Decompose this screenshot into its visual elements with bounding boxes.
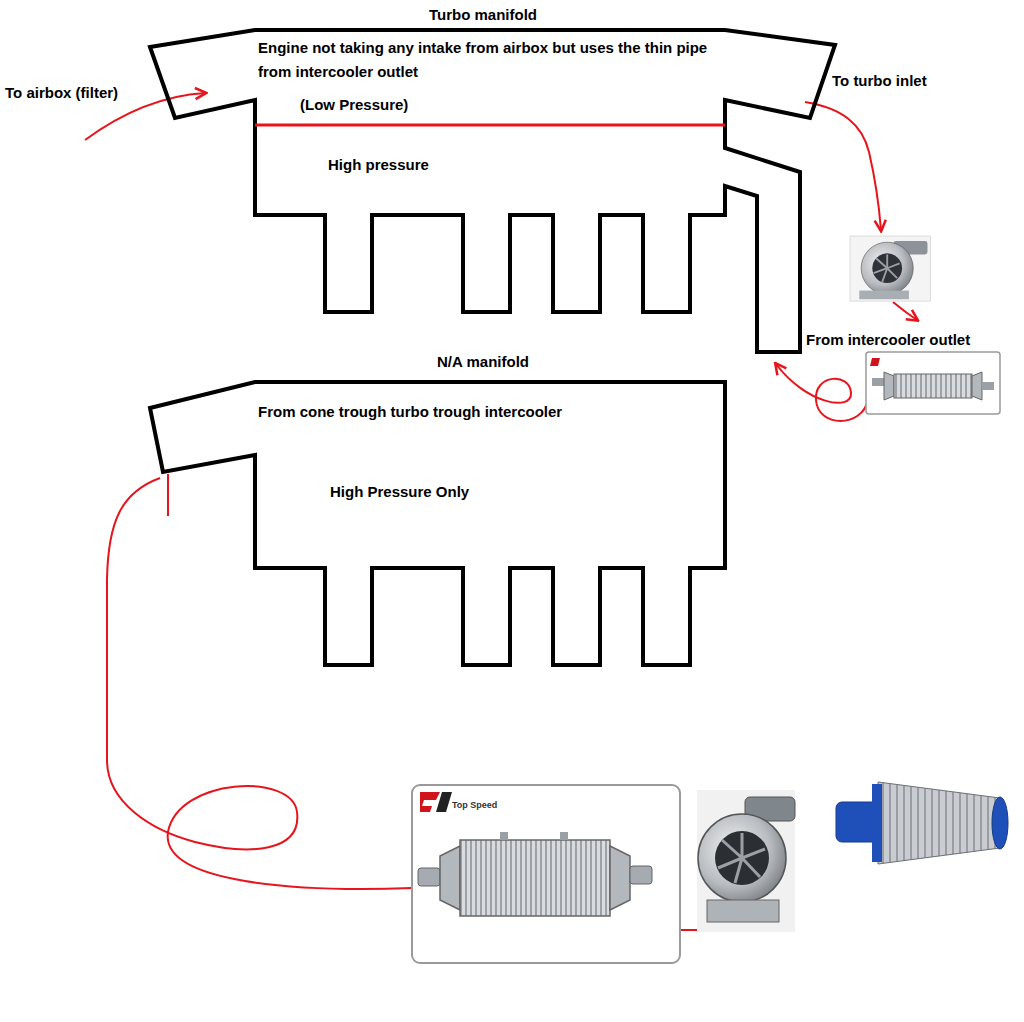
- flow-line: [893, 302, 917, 320]
- turbo-picture: [859, 291, 909, 300]
- pressure-divider: [255, 124, 725, 127]
- intercooler-picture: [436, 792, 452, 812]
- cone-filter-picture: [878, 782, 1000, 864]
- pressure-label: (Low Pressure): [300, 93, 408, 117]
- flow-line: [107, 478, 412, 889]
- flow-line: [805, 102, 881, 230]
- intercooler-picture: [884, 372, 894, 400]
- turbo-picture: [872, 253, 902, 283]
- manifold-title: Turbo manifold: [429, 3, 537, 27]
- turbo-picture: [707, 900, 779, 922]
- turbo-picture: [697, 790, 795, 932]
- pressure-label: High pressure: [328, 153, 429, 177]
- flow-label: To turbo inlet: [832, 72, 927, 90]
- manifold-title: N/A manifold: [437, 350, 529, 374]
- turbo-picture: [861, 242, 913, 294]
- flow-label: From intercooler outlet: [806, 331, 970, 349]
- intercooler-picture: [412, 785, 680, 963]
- turbo-picture: [715, 831, 769, 885]
- turbo-picture: [718, 833, 765, 883]
- intercooler-picture: [972, 372, 982, 400]
- intercooler-picture: [500, 832, 508, 840]
- pressure-label: High Pressure Only: [330, 480, 469, 504]
- intercooler-picture: [982, 382, 994, 390]
- manifold-outline: [150, 382, 725, 665]
- intercooler-picture: [866, 352, 1000, 414]
- cone-filter-picture: [992, 797, 1008, 849]
- intercooler-picture: [460, 840, 610, 916]
- flow-line: [85, 93, 917, 421]
- turbo-picture: [874, 255, 900, 282]
- flow-line: [776, 364, 868, 421]
- intercooler-picture: [560, 832, 568, 840]
- manifold-outline: [150, 30, 835, 352]
- intercooler-picture: [872, 378, 884, 386]
- intercooler-picture: [866, 352, 1000, 414]
- intercooler-picture: [610, 846, 630, 910]
- manifold-outline: [150, 30, 835, 352]
- intercooler-picture: [870, 358, 880, 366]
- manifold-outline: [150, 382, 725, 665]
- intercooler-picture: [418, 868, 440, 886]
- cone-filter-picture: [872, 784, 882, 862]
- manifold-note: From cone trough turbo trough intercoole…: [258, 400, 718, 424]
- cone-filter-picture: [836, 782, 1008, 864]
- turbo-picture: [850, 236, 931, 301]
- flow-label: To airbox (filter): [5, 84, 118, 102]
- turbo-picture: [698, 814, 786, 902]
- cone-filter-picture: [836, 802, 878, 842]
- intercooler-picture: [440, 846, 460, 910]
- manifold: N/A manifoldFrom cone trough turbo troug…: [140, 345, 740, 675]
- flow-line: [167, 474, 169, 516]
- turbo-picture: [697, 790, 795, 932]
- manifold: Turbo manifoldEngine not taking any inta…: [140, 0, 850, 360]
- intercooler-picture: [412, 785, 680, 963]
- intercooler-picture: [894, 374, 972, 398]
- logo-text: Top Speed: [452, 800, 497, 810]
- manifold-note: Engine not taking any intake from airbox…: [258, 36, 720, 84]
- manifold-outline: [140, 345, 740, 675]
- intercooler-picture: [630, 866, 652, 884]
- turbo-picture: [850, 236, 931, 301]
